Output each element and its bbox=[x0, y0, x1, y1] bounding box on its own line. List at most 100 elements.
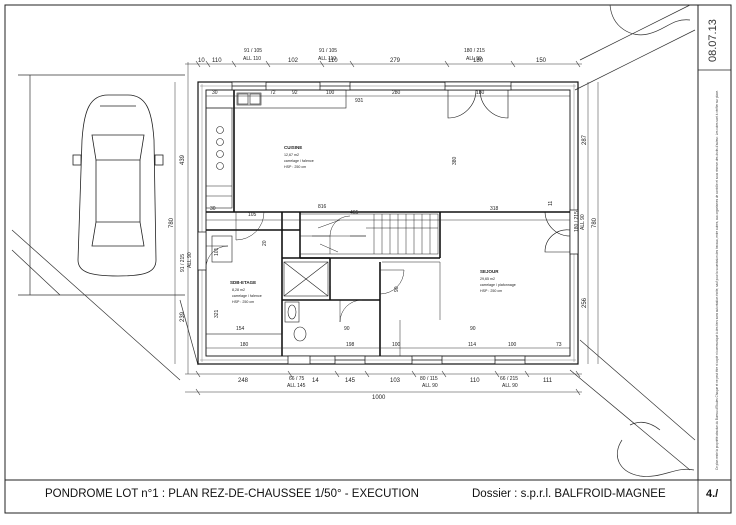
dim-int-f: 154 bbox=[236, 326, 245, 332]
dim-left-v4: 90 bbox=[394, 286, 400, 292]
dim-top-d4: 110 bbox=[328, 58, 338, 64]
room-name-cuisine: CUISINE bbox=[284, 145, 302, 150]
windows-side bbox=[197, 209, 579, 271]
french-door-top bbox=[447, 89, 509, 119]
windows-bottom bbox=[287, 355, 526, 365]
dim-left-h1: 439 bbox=[180, 154, 186, 165]
french-door-right bbox=[544, 211, 571, 253]
dim-int-h: 90 bbox=[470, 326, 476, 332]
dim-left-h2: 780 bbox=[169, 217, 175, 228]
dim-int-c: 816 bbox=[318, 204, 327, 210]
room-finish-sejour: carrelage / plafonnage bbox=[480, 283, 516, 287]
dim-left-v3: 20 bbox=[262, 240, 268, 246]
site-context bbox=[11, 4, 696, 477]
dim-left-window-all: ALL 90 bbox=[187, 252, 193, 268]
dim-int-g: 90 bbox=[344, 326, 350, 332]
dim-int-e: 105 bbox=[248, 212, 257, 218]
dim-right-h3: 256 bbox=[582, 297, 588, 308]
room-area-sejour: 29,65 m2 bbox=[480, 277, 495, 281]
dim-right-window-all: ALL 90 bbox=[580, 214, 586, 230]
dim-bottom-window1: 66 / 75 bbox=[289, 376, 305, 382]
dim-int-i2: 72 bbox=[270, 90, 276, 96]
bottom-dimensions: 248 14 145 103 110 111 66 / 75 ALL 145 8… bbox=[238, 342, 562, 401]
dim-bottom-d4: 103 bbox=[390, 378, 401, 384]
dim-right-h2: 780 bbox=[592, 217, 598, 228]
plan-title: PONDROME LOT n°1 : PLAN REZ-DE-CHAUSSEE … bbox=[45, 488, 419, 500]
dimension-ticks bbox=[195, 60, 581, 396]
exterior-walls bbox=[197, 81, 579, 365]
staircase bbox=[299, 213, 439, 255]
room-finish-cuisine: carrelage / faïence bbox=[284, 159, 314, 163]
dim-top-window2-all: ALL 110 bbox=[318, 56, 336, 62]
dim-left-h3: 239 bbox=[180, 311, 186, 322]
dim-top-window3-all: ALL 90 bbox=[466, 56, 482, 62]
room-area-cuisine: 12,67 m2 bbox=[284, 153, 299, 157]
dim-int-a: 318 bbox=[490, 206, 499, 212]
interior-dimensions: 318 465 816 30 105 154 90 90 bbox=[210, 204, 499, 332]
dim-top-window3: 180 / 215 bbox=[464, 48, 485, 54]
dimension-lines bbox=[174, 62, 599, 393]
dim-top-window1: 91 / 105 bbox=[244, 48, 262, 54]
dim-top-d2: 110 bbox=[212, 58, 222, 64]
dim-bottom-i6: 73 bbox=[556, 342, 562, 348]
dim-int-i4: 100 bbox=[326, 90, 335, 96]
dim-left-window: 91 / 215 bbox=[180, 254, 186, 272]
wall-hatching bbox=[200, 84, 576, 362]
room-height-sejour: HSP : 250 cm bbox=[480, 289, 502, 293]
drawing-date: 08.07.13 bbox=[707, 19, 719, 62]
dim-right-v1: 380 bbox=[452, 156, 458, 165]
kitchen-counters bbox=[205, 89, 347, 209]
dim-int-i5: 280 bbox=[392, 90, 401, 96]
sheet-border bbox=[4, 4, 732, 514]
dim-right-h1: 287 bbox=[582, 134, 588, 145]
dim-top-d1: 10 bbox=[198, 58, 205, 64]
dim-bottom-d6: 111 bbox=[543, 378, 553, 384]
dim-int-i1: 30 bbox=[212, 90, 218, 96]
dim-bottom-window3: 66 / 215 bbox=[500, 376, 518, 382]
dim-right-window: 180 / 215 bbox=[574, 211, 580, 232]
dim-right-v2: 11 bbox=[548, 201, 554, 206]
room-name-sdb: SDB-ETAGE bbox=[230, 280, 256, 285]
dim-bottom-total: 1000 bbox=[372, 395, 386, 401]
dim-left-v1: 101 bbox=[214, 247, 220, 256]
room-height-sdb: HSP : 250 cm bbox=[232, 300, 254, 304]
dim-bottom-window2: 80 / 115 bbox=[420, 376, 438, 382]
car-drawing bbox=[72, 94, 164, 277]
interior-doors bbox=[205, 211, 441, 356]
dim-bottom-d5: 110 bbox=[470, 378, 480, 384]
dim-top-window2: 91 / 105 bbox=[319, 48, 337, 54]
dim-bottom-window2-all: ALL 90 bbox=[422, 383, 438, 389]
dim-bottom-i3: 100 bbox=[392, 342, 401, 348]
dim-top-d7: 150 bbox=[536, 58, 547, 64]
dim-top-d5: 279 bbox=[390, 58, 401, 64]
room-sejour: SEJOUR 29,65 m2 carrelage / plafonnage H… bbox=[480, 269, 516, 293]
dim-top-d3: 102 bbox=[288, 58, 299, 64]
right-dimensions: 287 780 256 180 / 215 ALL 90 380 11 bbox=[452, 134, 598, 308]
dim-bottom-d2: 14 bbox=[312, 378, 319, 384]
room-name-sejour: SEJOUR bbox=[480, 269, 499, 274]
room-salle-de-bain: SDB-ETAGE 8,28 m2 carrelage / faïence HS… bbox=[230, 280, 262, 304]
dim-bottom-window3-all: ALL 90 bbox=[502, 383, 518, 389]
dim-bottom-i1: 180 bbox=[240, 342, 249, 348]
dim-int-d: 30 bbox=[210, 206, 216, 212]
dim-int-i3: 92 bbox=[292, 90, 298, 96]
bathroom-fixtures bbox=[205, 235, 329, 357]
room-height-cuisine: HSP : 250 cm bbox=[284, 165, 306, 169]
dim-left-v2: 321 bbox=[214, 309, 220, 318]
dim-bottom-i5: 100 bbox=[508, 342, 517, 348]
dim-top-window1-all: ALL 110 bbox=[243, 56, 261, 62]
dim-int-i6: 180 bbox=[476, 90, 485, 96]
dim-bottom-i4: 114 bbox=[468, 342, 476, 348]
dim-bottom-d3: 145 bbox=[345, 378, 356, 384]
dim-bottom-window1-all: ALL 145 bbox=[287, 383, 306, 389]
interior-walls bbox=[206, 90, 570, 356]
dim-bottom-i2: 198 bbox=[346, 342, 355, 348]
copyright-note: Ce plan reste la propriété absolue du Bu… bbox=[714, 90, 719, 470]
dim-int-i7: 931 bbox=[355, 98, 364, 104]
room-area-sdb: 8,28 m2 bbox=[232, 288, 245, 292]
top-dimensions: 91 / 105 ALL 110 91 / 105 ALL 110 180 / … bbox=[198, 48, 547, 104]
dim-int-b: 465 bbox=[350, 210, 359, 216]
dim-top-d6: 180 bbox=[473, 58, 484, 64]
